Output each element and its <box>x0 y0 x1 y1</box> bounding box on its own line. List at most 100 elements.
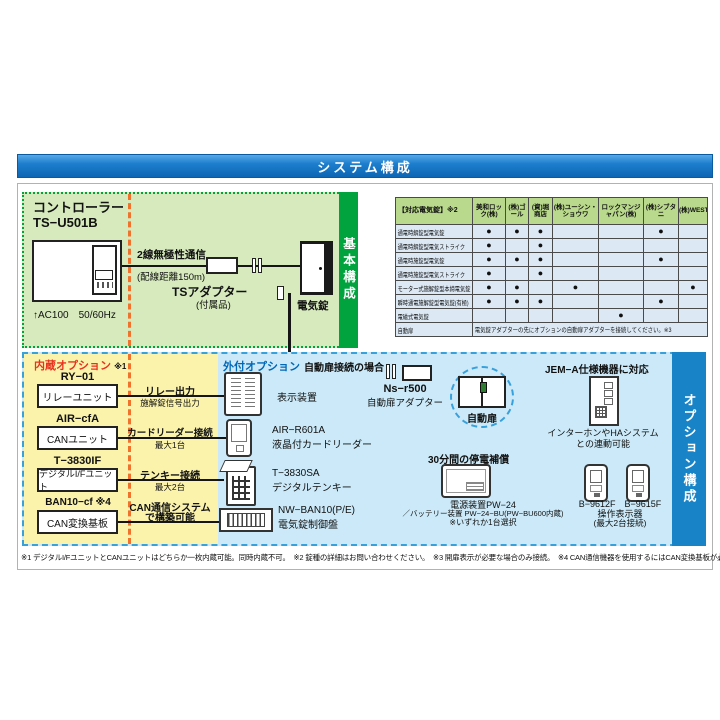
unit-model-label: RY−01 <box>60 371 95 383</box>
double-door-icon <box>458 376 506 408</box>
card-reader-model-label: AIR−R601A <box>272 425 326 436</box>
table-row: 通電時施錠型電気ストライク ● ● <box>395 266 708 281</box>
stub-connector-icon <box>277 286 284 300</box>
mark-cell: ● <box>505 224 529 239</box>
operator-display-note: (最大2台接続) <box>593 518 647 528</box>
controller-icon <box>32 240 122 302</box>
auto-door-adapter-name: 自動扉アダプター <box>366 398 443 409</box>
installation-boundary-line-top <box>128 194 131 346</box>
tenkey-name-label: デジタルテンキー <box>272 483 352 494</box>
jema-desc-1: インターホンやHAシステム <box>547 428 659 438</box>
intercom-icon <box>589 376 619 426</box>
vendor-header: (株)ゴール <box>505 197 529 225</box>
vendor-header: 美和ロック(株) <box>472 197 506 225</box>
auto-door-note: 電気錠アダプターの先にオプションの自動扉アダプターを接続してください。※3 <box>474 327 672 334</box>
vendor-header: (株)ユーシン・ショウワ <box>552 197 599 225</box>
comm-type-label: 2線無極性通信 <box>137 249 206 261</box>
display-device-label: 表示装置 <box>277 393 317 404</box>
jema-title: JEM−A仕様機器に対応 <box>545 365 649 376</box>
page-title: システム構成 <box>317 159 413 175</box>
external-options-title: 外付オプション <box>223 361 300 373</box>
jema-desc-2: との連動可能 <box>576 439 630 449</box>
tenkey-link-line <box>118 479 224 481</box>
table-row: 通電時解錠型電気ストライク ● ● <box>395 238 708 253</box>
auto-door-path-vertical <box>288 293 291 374</box>
ts-adapter-sub-label: (付属品) <box>196 300 231 311</box>
control-panel-name-label: 電気錠制御盤 <box>278 520 338 531</box>
mark-cell: ● <box>472 224 506 239</box>
auto-door-case-label: 自動扉接続の場合 <box>304 363 384 374</box>
operator-display-name: 操作表示器 <box>597 509 643 519</box>
link-label: テンキー接続 <box>140 471 200 482</box>
power-supply-label-2: ／バッテリー装置 PW−24−BU(PW−BU600内蔵) <box>402 509 564 518</box>
mark-cell: ● <box>643 224 679 239</box>
link-label: CAN通信システム <box>129 503 211 514</box>
power-supply-icon <box>441 464 491 498</box>
unit-model-label: T−3830IF <box>53 455 102 467</box>
system-config-banner: システム構成 <box>17 154 713 178</box>
unit-model-label: AIR−cfA <box>55 413 100 425</box>
mark-cell <box>552 224 599 239</box>
unit-model-label: BAN10−cf ※4 <box>45 497 111 508</box>
mark-cell <box>598 224 644 239</box>
relay-unit-box: リレーユニット <box>37 384 118 408</box>
auto-door-circle: 自動扉 <box>450 366 514 428</box>
display-device-icon <box>224 372 262 416</box>
control-panel-icon <box>219 508 273 532</box>
auto-door-label: 自動扉 <box>467 414 497 425</box>
operator-display-models: B−9612F B−9615F <box>578 499 662 509</box>
link-label: カードリーダー接続 <box>127 428 213 439</box>
connector-icon <box>252 258 262 273</box>
operator-display-icon <box>584 464 608 502</box>
digital-if-unit-box: デジタルI/Fユニット <box>37 468 118 492</box>
power-backup-title: 30分間の停電補償 <box>428 455 510 466</box>
vendor-header: (株)WEST <box>678 197 708 225</box>
control-panel-model-label: NW−BAN10(P/E) <box>278 505 355 516</box>
ts-adapter-label: TSアダプター <box>172 285 248 299</box>
table-row: 通電時解錠型電気錠 ● ● ● ● <box>395 224 708 239</box>
connector-icon <box>386 364 396 379</box>
table-row: モーター式施解錠型本締電気錠 ● ● ● ● <box>395 280 708 295</box>
power-requirement-label: ↑AC100 50/60Hz <box>33 310 116 321</box>
vendor-header: (株)シブタニ <box>643 197 679 225</box>
operator-display-icon <box>626 464 650 502</box>
mark-cell <box>678 224 708 239</box>
controller-label: コントローラー TS−U501B <box>33 200 125 230</box>
power-supply-label-1: 電源装置PW−24 <box>450 500 516 510</box>
comm-distance-label: (配線距離150m) <box>137 272 206 283</box>
table-header-row: 【対応電気錠】※2 美和ロック(株) (株)ゴール (資)堀商店 (株)ユーシン… <box>395 197 708 225</box>
link-label: リレー出力 <box>145 387 195 398</box>
installation-boundary-line-bottom <box>128 354 131 544</box>
power-supply-label-3: ※いずれか1台選択 <box>449 518 517 527</box>
vendor-header: ロックマンジャパン(株) <box>598 197 644 225</box>
relay-link-line <box>118 395 224 397</box>
can-unit-box: CANユニット <box>37 426 118 450</box>
table-auto-door-row: 自動扉 電気錠アダプターの先にオプションの自動扉アダプターを接続してください。※… <box>395 322 708 337</box>
link-sub-label: 施解錠信号出力 <box>140 398 200 408</box>
footnotes: ※1 デジタルI/FユニットとCANユニットはどちらか一枚内蔵可能。同時内蔵不可… <box>21 553 720 562</box>
built-in-options-title: 内蔵オプション ※1 <box>34 360 127 372</box>
link-sub-label: 最大2台 <box>154 482 186 492</box>
link-sub-label: で構築可能 <box>145 513 195 524</box>
table-row: 通電時施錠型電気錠 ● ● ● ● <box>395 252 708 267</box>
compatible-locks-table: 【対応電気錠】※2 美和ロック(株) (株)ゴール (資)堀商店 (株)ユーシン… <box>395 197 708 337</box>
option-config-bar: オプション構成 <box>672 352 706 546</box>
table-row: 瞬時通電施解錠型電気錠(有極) ● ● ● ● <box>395 294 708 309</box>
ts-adapter-icon <box>206 257 238 274</box>
basic-config-bar: 基本構成 <box>339 192 358 348</box>
auto-door-adapter-model: Ns−r500 <box>383 383 427 395</box>
tenkey-model-label: T−3830SA <box>272 468 320 479</box>
auto-door-adapter-icon <box>402 365 432 381</box>
table-row: 電磁式電気錠 ● <box>395 308 708 323</box>
tenkey-icon <box>219 460 256 506</box>
reader-link-line <box>118 437 226 439</box>
link-sub-label: 最大1台 <box>154 440 186 450</box>
door-icon <box>300 241 333 295</box>
can-board-box: CAN変換基板 <box>37 510 118 534</box>
card-reader-name-label: 液晶付カードリーダー <box>272 440 372 451</box>
table-title-cell: 【対応電気錠】※2 <box>395 197 473 225</box>
electric-lock-label: 電気錠 <box>297 300 329 312</box>
vendor-header: (資)堀商店 <box>528 197 553 225</box>
card-reader-icon <box>226 419 252 457</box>
